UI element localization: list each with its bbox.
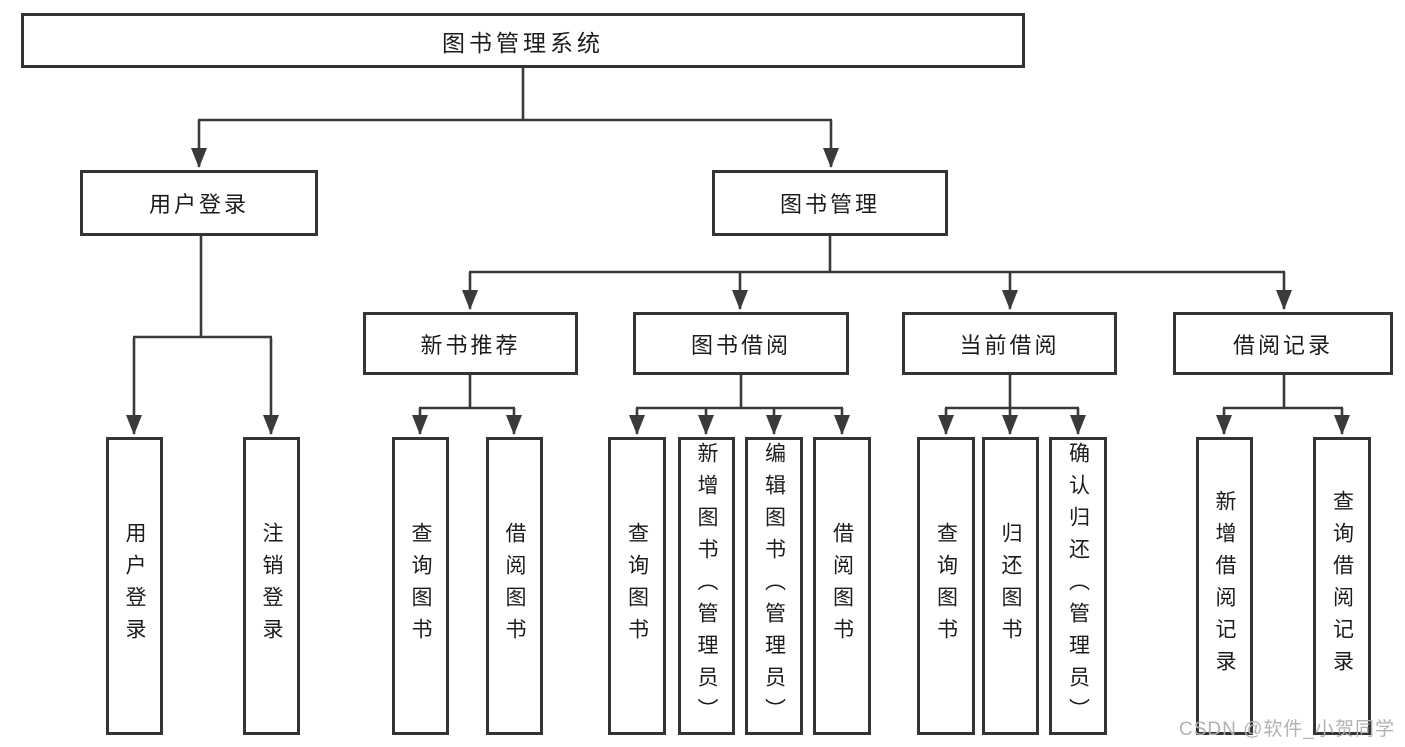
node-query-book-1: 查询图书 — [392, 437, 449, 735]
node-book-borrow: 图书借阅 — [633, 312, 849, 375]
node-login: 用户登录 — [106, 437, 163, 735]
node-query-book-2: 查询图书 — [608, 437, 666, 735]
node-book-management-label: 图书管理 — [779, 192, 880, 217]
node-query-borrow-record: 查询借阅记录 — [1313, 437, 1371, 735]
node-query-book-3-label: 查询图书 — [934, 522, 958, 650]
node-return-book: 归还图书 — [982, 437, 1039, 735]
node-book-management: 图书管理 — [712, 170, 948, 236]
node-add-book-admin: 新增图书（管理员） — [678, 437, 735, 735]
node-user-login: 用户登录 — [80, 170, 318, 236]
node-borrow-records: 借阅记录 — [1173, 312, 1393, 375]
node-login-label: 用户登录 — [123, 522, 146, 650]
node-book-borrow-label: 图书借阅 — [690, 332, 791, 358]
node-confirm-return-admin: 确认归还（管理员） — [1049, 437, 1107, 735]
node-new-book-recommend: 新书推荐 — [363, 312, 578, 375]
node-borrow-book-1: 借阅图书 — [486, 437, 543, 735]
node-new-book-recommend-label: 新书推荐 — [420, 332, 521, 358]
node-edit-book-admin: 编辑图书（管理员） — [745, 437, 803, 735]
node-borrow-records-label: 借阅记录 — [1232, 332, 1333, 358]
node-logout-label: 注销登录 — [260, 522, 283, 650]
watermark: CSDN @软件_小贺同学 — [1179, 719, 1395, 740]
node-query-book-1-label: 查询图书 — [409, 522, 432, 650]
node-edit-book-admin-label: 编辑图书（管理员） — [762, 442, 786, 730]
node-user-login-label: 用户登录 — [148, 192, 249, 217]
node-root: 图书管理系统 — [21, 13, 1025, 68]
node-current-borrow: 当前借阅 — [902, 312, 1117, 375]
node-add-book-admin-label: 新增图书（管理员） — [695, 442, 718, 730]
node-logout: 注销登录 — [243, 437, 300, 735]
node-borrow-book-1-label: 借阅图书 — [503, 522, 526, 650]
node-current-borrow-label: 当前借阅 — [959, 332, 1060, 358]
node-query-borrow-record-label: 查询借阅记录 — [1330, 490, 1354, 682]
node-borrow-book-2-label: 借阅图书 — [830, 522, 854, 650]
node-return-book-label: 归还图书 — [999, 522, 1022, 650]
node-query-book-3: 查询图书 — [917, 437, 975, 735]
node-add-borrow-record: 新增借阅记录 — [1196, 437, 1253, 735]
node-borrow-book-2: 借阅图书 — [813, 437, 871, 735]
node-confirm-return-admin-label: 确认归还（管理员） — [1066, 442, 1090, 730]
node-query-book-2-label: 查询图书 — [625, 522, 649, 650]
node-root-label: 图书管理系统 — [442, 29, 604, 56]
node-add-borrow-record-label: 新增借阅记录 — [1213, 490, 1236, 682]
